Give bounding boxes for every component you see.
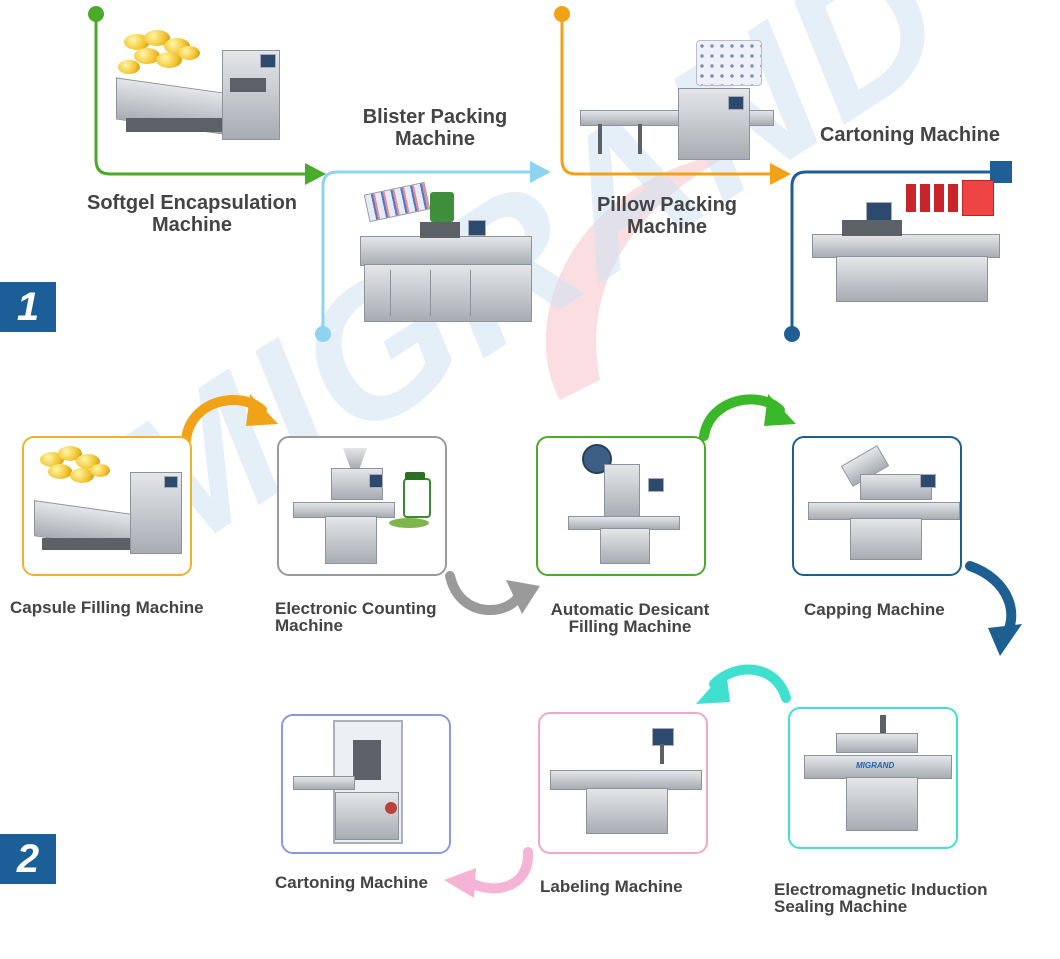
cartoning-label-2: Cartoning Machine [275, 873, 429, 892]
electronic-counting-label: Electronic Counting Machine [275, 599, 437, 635]
cartoning-label-1: Cartoning Machine [819, 124, 1000, 146]
arrow-counting-to-desicant [445, 571, 525, 616]
cartoning-flow-line [790, 170, 998, 334]
blister-machine-image [350, 181, 540, 332]
machine-brand-tag: MIGRAND [856, 761, 895, 770]
softgel-label: Softgel Encapsulation Machine [86, 192, 298, 237]
section-1-flow-lines [88, 6, 1012, 342]
labeling-machine-image [546, 720, 702, 846]
watermark-swoosh [545, 150, 740, 400]
capping-machine-image [800, 444, 960, 568]
induction-sealing-card: MIGRAND [788, 707, 958, 849]
labeling-label: Labeling Machine [540, 877, 683, 896]
cartoning-machine-image-1 [806, 180, 1006, 310]
pillow-label: Pillow Packing Machine [596, 194, 738, 239]
cartoning-card-2 [281, 714, 451, 854]
blister-flow-line [321, 170, 530, 334]
desicant-filling-card [536, 436, 706, 576]
pillow-machine-image [578, 40, 778, 164]
electronic-counting-card [277, 436, 447, 576]
pillow-arrow [770, 163, 791, 185]
labeling-card [538, 712, 708, 854]
softgel-flow-line [94, 14, 305, 176]
softgel-machine-image [112, 28, 292, 156]
induction-sealing-machine-image: MIGRAND [796, 715, 952, 841]
capping-label: Capping Machine [804, 600, 945, 619]
electronic-counting-machine-image [285, 444, 441, 568]
softgel-arrow [305, 163, 326, 185]
section-1-badge: 1 [0, 282, 56, 332]
pillow-flow-line [560, 14, 770, 176]
desicant-filling-machine-image [544, 444, 700, 568]
capsule-filling-card [22, 436, 192, 576]
blister-arrow [530, 161, 551, 183]
cartoning-machine-image-2 [289, 720, 445, 848]
section-2-badge: 2 [0, 834, 56, 884]
induction-sealing-label: Electromagnetic Induction Sealing Machin… [774, 880, 988, 916]
section-2-flow-arrows [181, 394, 1022, 898]
desicant-filling-label: Automatic Desicant Filling Machine [550, 600, 710, 636]
capsule-filling-machine-image [30, 444, 186, 568]
cartoning-end-square [990, 161, 1012, 183]
capping-card [792, 436, 962, 576]
blister-label: Blister Packing Machine [362, 106, 508, 151]
capsule-filling-label: Capsule Filling Machine [10, 598, 204, 617]
